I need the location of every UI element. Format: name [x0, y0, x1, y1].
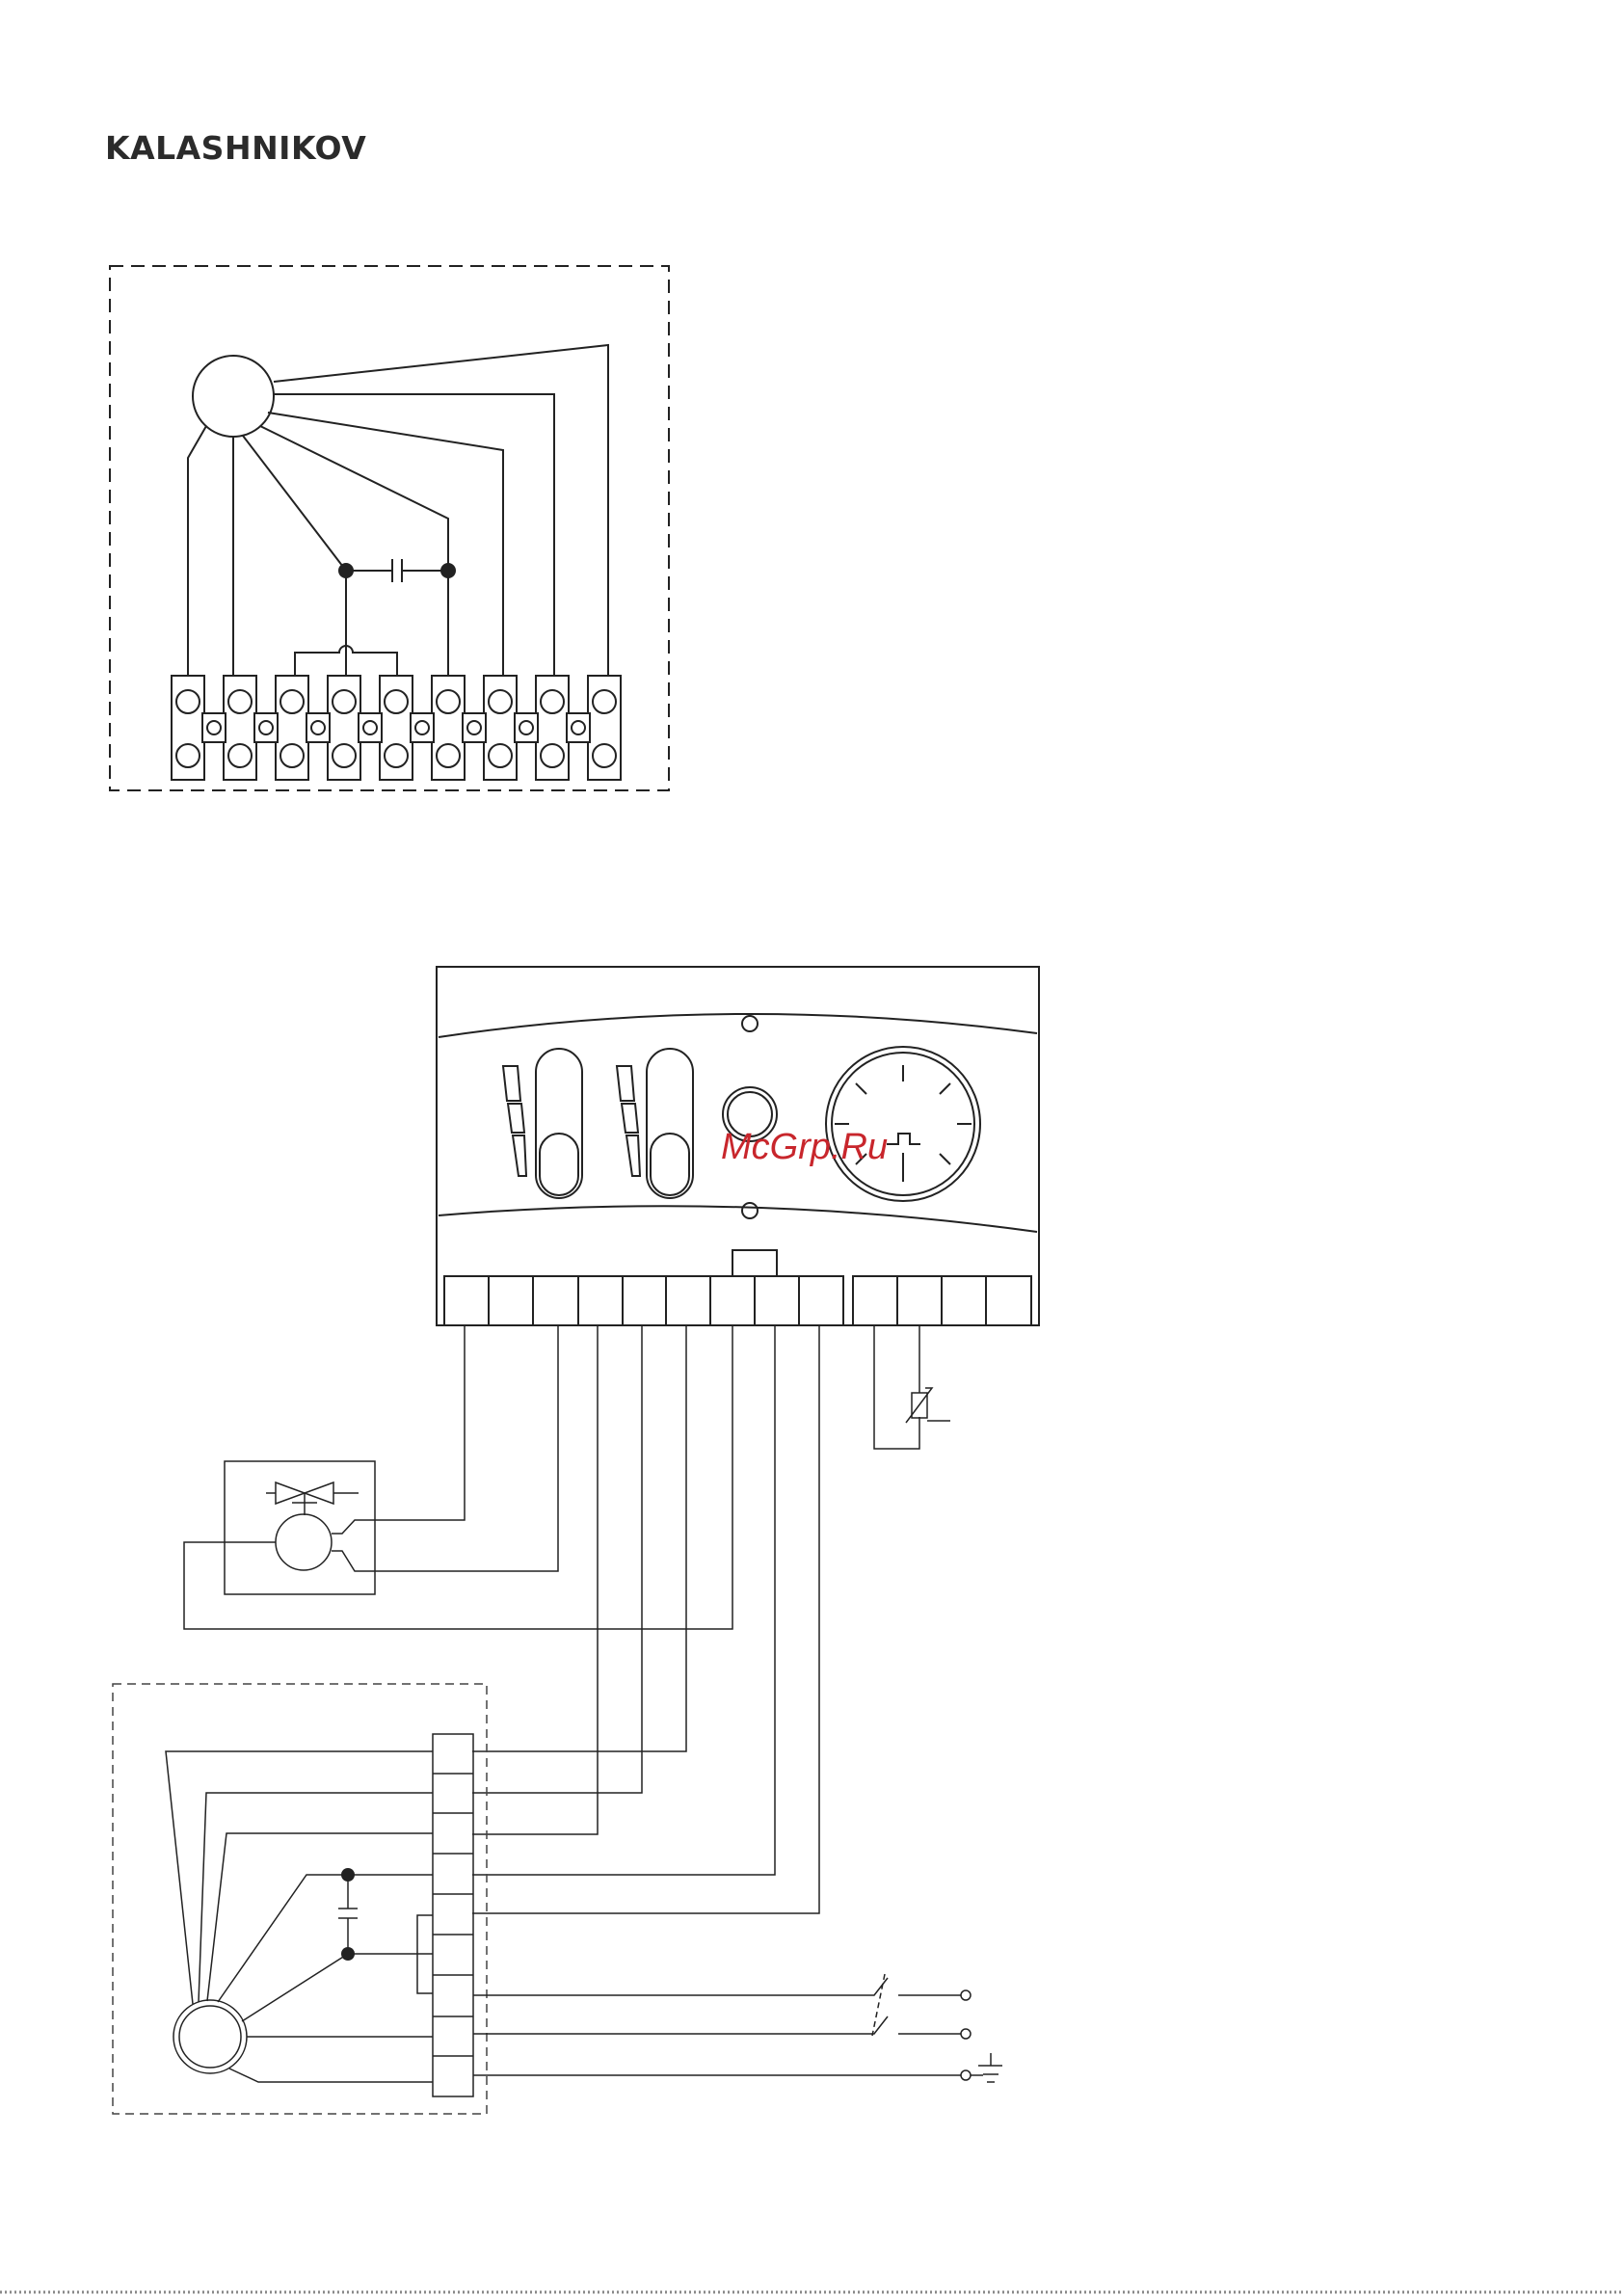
controller-terminal-strip	[444, 1276, 843, 1325]
slider-indicator-2	[617, 1049, 693, 1198]
thermistor-icon	[874, 1325, 950, 1449]
controller-wires	[472, 1325, 819, 1913]
motor-terminal-block	[172, 676, 621, 780]
fan-motor-boundary	[113, 1684, 487, 2114]
motor-wires	[188, 345, 608, 676]
fan-motor-wiring	[166, 1751, 433, 2082]
valve-icon	[266, 1482, 359, 1515]
capacitor-icon	[338, 1868, 358, 1961]
ground-icon	[473, 2053, 1002, 2082]
switch-icon	[473, 1974, 971, 2039]
valve-motor-icon	[276, 1514, 332, 1570]
slider-indicator-1	[503, 1049, 582, 1198]
fan-motor-icon	[173, 2000, 247, 2073]
motor-wiring-diagram	[110, 266, 669, 790]
controller-connection-diagram	[113, 967, 1039, 2114]
motor-icon	[193, 356, 274, 437]
valve-actuator	[184, 1325, 732, 1629]
controller-sensor-terminals	[853, 1276, 1031, 1325]
dial-icon	[826, 1047, 980, 1201]
motor-terminal-column	[417, 1734, 473, 2096]
watermark: McGrp.Ru	[721, 1127, 888, 1168]
capacitor-icon	[338, 559, 456, 582]
